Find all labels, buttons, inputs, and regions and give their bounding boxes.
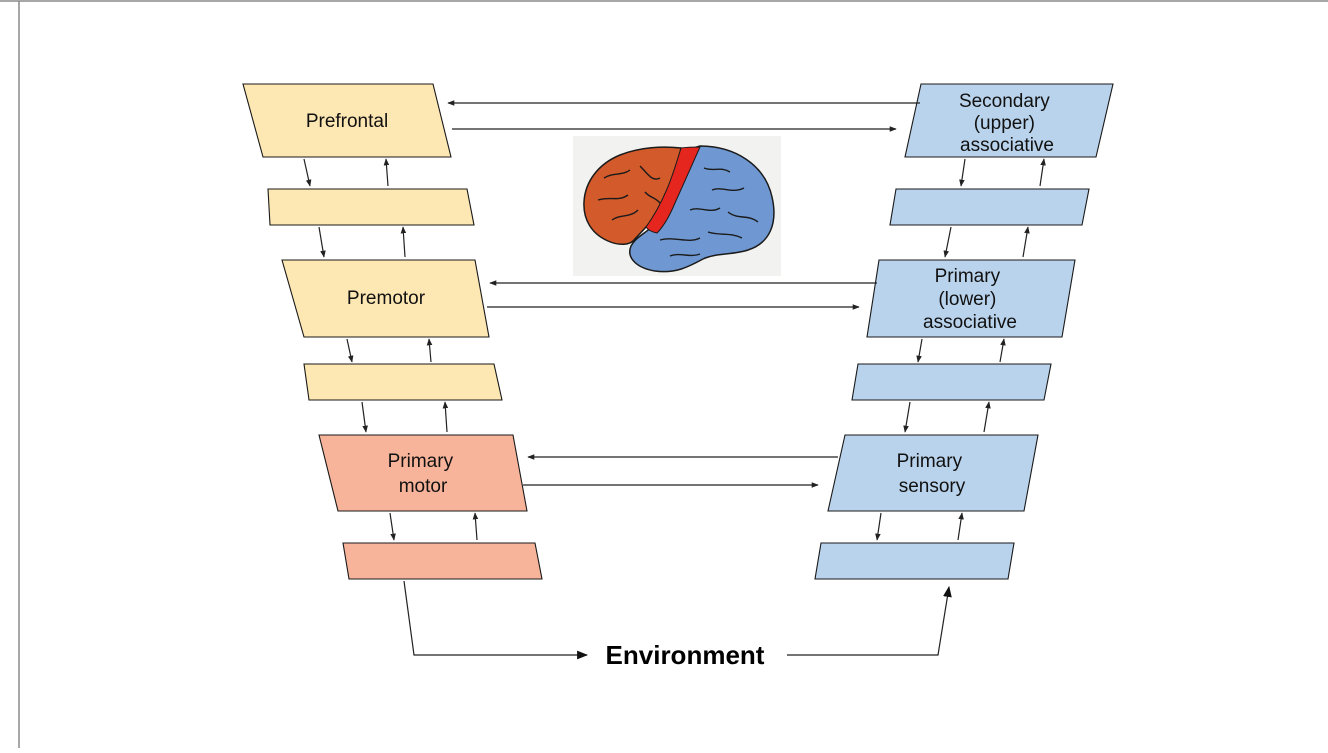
arrow-prefrontal-down [303, 158, 312, 187]
primary-motor-box [318, 434, 528, 512]
arrow-premotor-up [426, 338, 433, 363]
arrow-to-primary-motor-down [361, 401, 368, 433]
arrow-to-premotor-layer-up [442, 401, 449, 433]
primary-associative-line-2: (lower) [938, 289, 996, 310]
arrow-prefrontal-up [383, 158, 390, 187]
primary-sensory-lower-layer [814, 542, 1015, 580]
primary-motor-line-1: Primary [388, 451, 454, 472]
arrow-to-primary-sensory-down [903, 401, 911, 433]
secondary-associative-line-2: (upper) [974, 113, 1035, 134]
secondary-associative-box [904, 83, 1114, 158]
premotor-label: Premotor [347, 288, 426, 309]
primary-motor-label: Primary motor [388, 451, 459, 497]
prefrontal-lower-layer [267, 188, 475, 226]
arrow-primary-assoc-down [916, 338, 923, 363]
brain-central-strip [645, 146, 701, 234]
arrow-to-primary-assoc-down [943, 226, 952, 258]
prefrontal-label: Prefrontal [306, 111, 388, 132]
prefrontal-line-1: Prefrontal [306, 111, 388, 132]
arrow-motor-to-environment [403, 580, 589, 660]
arrow-to-primary-assoc-layer-up [983, 401, 991, 433]
arrow-environment-to-sensory [787, 585, 952, 656]
premotor-box [281, 259, 490, 338]
secondary-associative-label: Secondary (upper) associative [959, 91, 1055, 156]
premotor-lower-layer [303, 363, 503, 401]
brain-sulci [597, 165, 759, 257]
secondary-associative-lower-layer [889, 188, 1090, 226]
arrow-secondary-up [1039, 158, 1046, 187]
primary-associative-box [866, 259, 1076, 338]
primary-motor-line-2: motor [399, 476, 448, 497]
arrow-to-premotor-down [318, 226, 326, 258]
arrow-to-prefrontal-layer-up [400, 226, 407, 258]
arrow-premotor-down [346, 338, 354, 363]
secondary-associative-line-3: associative [960, 135, 1054, 156]
primary-sensory-label: Primary sensory [897, 451, 968, 497]
sensory-column-arrows [875, 158, 1046, 541]
primary-sensory-line-1: Primary [897, 451, 963, 472]
primary-motor-lower-layer [342, 542, 543, 580]
primary-associative-label: Primary (lower) associative [923, 266, 1017, 333]
arrow-to-secondary-layer-up [1022, 226, 1030, 258]
motor-column-arrows [303, 158, 479, 541]
cross-hierarchy-arrows [447, 100, 920, 488]
primary-associative-line-3: associative [923, 312, 1017, 333]
primary-sensory-box [827, 434, 1039, 512]
primary-associative-line-1: Primary [935, 266, 1001, 287]
arrow-primary-motor-up [472, 512, 479, 541]
arrow-secondary-down [959, 158, 966, 187]
arrow-primary-motor-down [389, 512, 396, 541]
prefrontal-box [242, 83, 452, 158]
environment-loop: Environment [403, 580, 952, 670]
premotor-line-1: Premotor [347, 288, 426, 309]
environment-label: Environment [606, 640, 765, 670]
brain-lateral-view-icon [573, 136, 781, 276]
primary-associative-lower-layer [851, 363, 1052, 401]
primary-sensory-line-2: sensory [899, 476, 966, 497]
arrow-primary-sensory-up [957, 512, 964, 541]
arrow-primary-assoc-up [999, 338, 1006, 363]
secondary-associative-line-1: Secondary [959, 91, 1050, 112]
arrow-primary-sensory-down [875, 512, 882, 541]
